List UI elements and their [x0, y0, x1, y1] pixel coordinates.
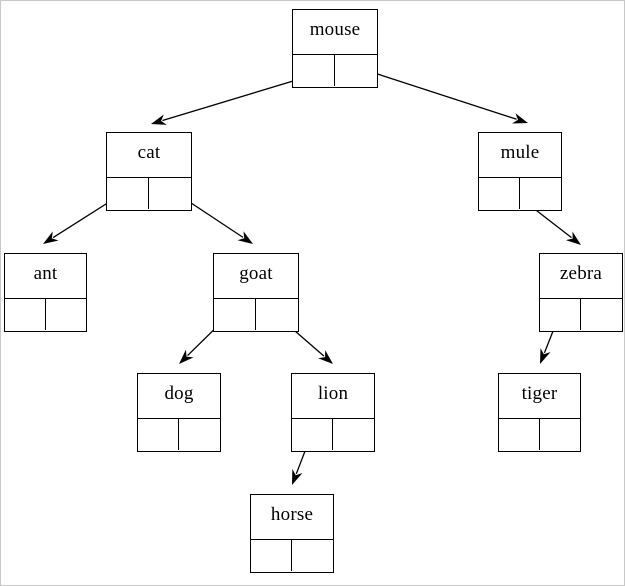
tree-edge-mouse-to-mule: [355, 66, 528, 124]
node-label-tiger: tiger: [521, 383, 558, 404]
node-left-pointer-mule[interactable]: [479, 178, 520, 209]
node-pointer-row-mule: [479, 177, 561, 209]
edge-arrowhead-icon: [540, 348, 551, 364]
node-left-pointer-horse[interactable]: [251, 540, 292, 571]
node-label-mule: mule: [500, 142, 540, 163]
node-right-pointer-tiger[interactable]: [540, 419, 581, 450]
node-label-dog: dog: [164, 383, 194, 404]
node-right-pointer-ant[interactable]: [46, 299, 87, 330]
node-right-pointer-horse[interactable]: [292, 540, 333, 571]
edge-arrowhead-icon: [151, 114, 167, 125]
node-right-pointer-goat[interactable]: [256, 299, 298, 330]
node-label-horse: horse: [270, 504, 314, 525]
tree-node-ant[interactable]: ant: [4, 253, 87, 332]
edge-line: [355, 66, 517, 120]
node-left-pointer-zebra[interactable]: [540, 299, 581, 330]
tree-node-mule[interactable]: mule: [478, 132, 562, 211]
edge-arrowhead-icon: [565, 231, 581, 245]
node-label-mouse: mouse: [309, 19, 361, 40]
edge-arrowhead-icon: [43, 231, 59, 244]
node-right-pointer-mule[interactable]: [520, 178, 561, 209]
node-right-pointer-mouse[interactable]: [335, 55, 377, 86]
tree-node-zebra[interactable]: zebra: [539, 253, 623, 332]
edge-line: [162, 74, 314, 122]
tree-node-goat[interactable]: goat: [213, 253, 299, 332]
node-pointer-row-mouse: [293, 54, 377, 86]
node-pointer-row-horse: [251, 539, 333, 571]
edge-arrowhead-icon: [292, 469, 303, 485]
node-label-zebra: zebra: [559, 263, 603, 284]
node-left-pointer-mouse[interactable]: [293, 55, 335, 86]
node-left-pointer-lion[interactable]: [292, 419, 333, 450]
node-left-pointer-tiger[interactable]: [499, 419, 540, 450]
edge-arrowhead-icon: [318, 350, 333, 364]
edge-arrowhead-icon: [512, 113, 528, 124]
node-pointer-row-lion: [292, 418, 374, 450]
tree-node-mouse[interactable]: mouse: [292, 9, 378, 88]
node-pointer-row-goat: [214, 298, 298, 330]
node-label-ant: ant: [33, 263, 58, 284]
node-left-pointer-ant[interactable]: [5, 299, 46, 330]
tree-node-tiger[interactable]: tiger: [498, 373, 581, 452]
node-label-cat: cat: [137, 142, 161, 163]
node-label-lion: lion: [317, 383, 349, 404]
edge-arrowhead-icon: [237, 231, 253, 244]
node-pointer-row-tiger: [499, 418, 580, 450]
tree-node-cat[interactable]: cat: [106, 132, 192, 211]
tree-node-dog[interactable]: dog: [137, 373, 221, 452]
edge-arrowhead-icon: [179, 349, 194, 364]
node-pointer-row-cat: [107, 177, 191, 209]
node-right-pointer-zebra[interactable]: [581, 299, 622, 330]
tree-edge-mouse-to-cat: [151, 74, 314, 125]
node-right-pointer-lion[interactable]: [333, 419, 374, 450]
node-left-pointer-dog[interactable]: [138, 419, 179, 450]
node-pointer-row-ant: [5, 298, 86, 330]
node-left-pointer-goat[interactable]: [214, 299, 256, 330]
node-right-pointer-cat[interactable]: [149, 178, 191, 209]
tree-node-lion[interactable]: lion: [291, 373, 375, 452]
node-left-pointer-cat[interactable]: [107, 178, 149, 209]
node-right-pointer-dog[interactable]: [179, 419, 220, 450]
node-pointer-row-dog: [138, 418, 220, 450]
node-label-goat: goat: [239, 263, 273, 284]
tree-node-horse[interactable]: horse: [250, 494, 334, 573]
node-pointer-row-zebra: [540, 298, 622, 330]
